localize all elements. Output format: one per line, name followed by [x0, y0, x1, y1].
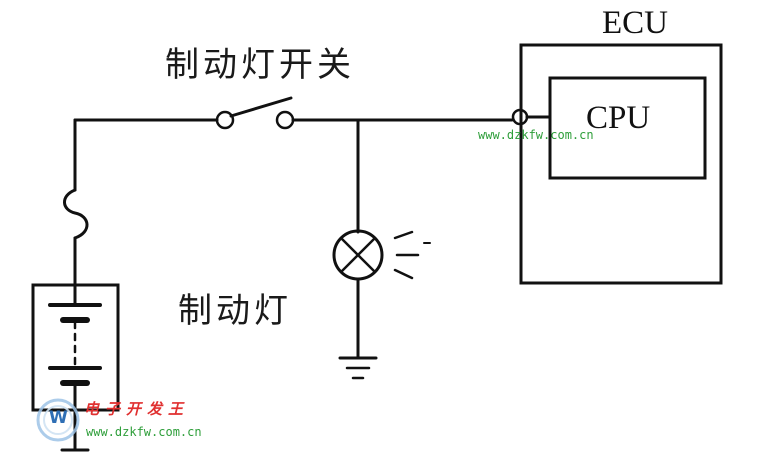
lamp-ray-1 — [393, 230, 414, 240]
cpu-box — [548, 76, 707, 180]
fuse-symbol — [63, 188, 89, 240]
lamp-cross-2 — [339, 236, 377, 274]
watermark-title: 电子开发王 — [84, 400, 190, 418]
watermark-site-top: www.dzkfw.com.cn — [478, 128, 594, 142]
watermark-logo-letter: W — [49, 408, 68, 428]
brake-switch-label: 制动灯开关 — [165, 45, 355, 85]
switch-blade — [229, 96, 293, 118]
watermark-logo — [36, 398, 80, 442]
watermark-site-bottom: www.dzkfw.com.cn — [86, 425, 202, 439]
switch-contact-left — [215, 110, 235, 130]
switch-contact-right — [275, 110, 295, 130]
brake-lamp-label: 制动灯 — [178, 291, 292, 331]
cpu-label: CPU — [586, 100, 651, 136]
lamp-ray-3 — [393, 268, 414, 280]
ecu-label: ECU — [602, 5, 668, 41]
ecu-box — [519, 43, 723, 285]
